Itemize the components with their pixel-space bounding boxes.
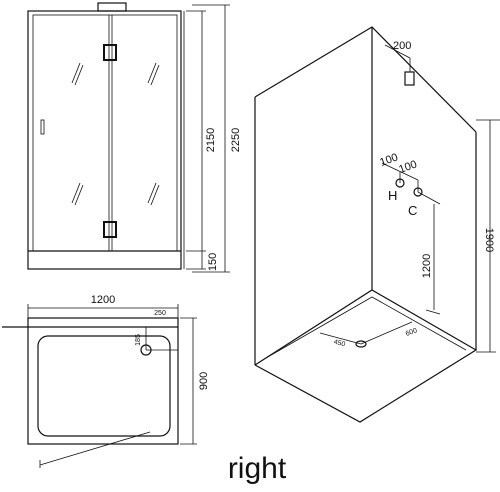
iso-wall-fitting	[404, 71, 415, 86]
dim-iso-pipe-height: 1200	[421, 254, 433, 278]
iso-floor	[254, 289, 478, 423]
hinge-bottom	[103, 221, 117, 238]
dim-iso-wall-height: 1900	[483, 228, 495, 252]
dim-total-height: 2250	[230, 128, 242, 152]
iso-floor-drain	[355, 340, 367, 348]
dim-drain-offset-y: 185	[135, 334, 142, 346]
dim-iso-pipe-spacing-c: 100	[397, 158, 418, 176]
tray-inner	[37, 335, 171, 437]
door-handle	[40, 119, 45, 135]
dim-plan-depth: 900	[198, 372, 210, 390]
shower-head-fitting	[97, 2, 127, 12]
label-cold: C	[408, 203, 417, 218]
iso-view	[254, 26, 500, 423]
tray-outline	[27, 317, 179, 445]
cabin-frame	[27, 10, 182, 270]
dim-base-height: 150	[207, 253, 219, 271]
iso-inner-lines	[265, 296, 467, 359]
dim-plan-width: 1200	[91, 294, 115, 306]
plan-view: 1200 250 185 900	[2, 294, 210, 468]
caption: right	[228, 452, 287, 485]
dim-iso-drain-y: 600	[405, 327, 418, 338]
dim-drain-offset-x: 250	[154, 310, 166, 317]
dim-iso-top-offset: 200	[393, 40, 411, 52]
plan-dimensions	[27, 304, 197, 445]
label-hot: H	[388, 188, 397, 203]
front-dimensions	[186, 4, 230, 273]
dim-iso-drain-x: 450	[333, 339, 346, 349]
glass-reflections	[71, 62, 160, 206]
door-swing-line	[39, 431, 151, 466]
front-view: 2250 2150 150	[27, 2, 242, 273]
dim-iso-pipe-spacing-h: 100	[378, 151, 399, 169]
hinge-top	[103, 44, 117, 61]
dim-panel-height: 2150	[205, 128, 217, 152]
iso-room-top	[254, 26, 477, 133]
